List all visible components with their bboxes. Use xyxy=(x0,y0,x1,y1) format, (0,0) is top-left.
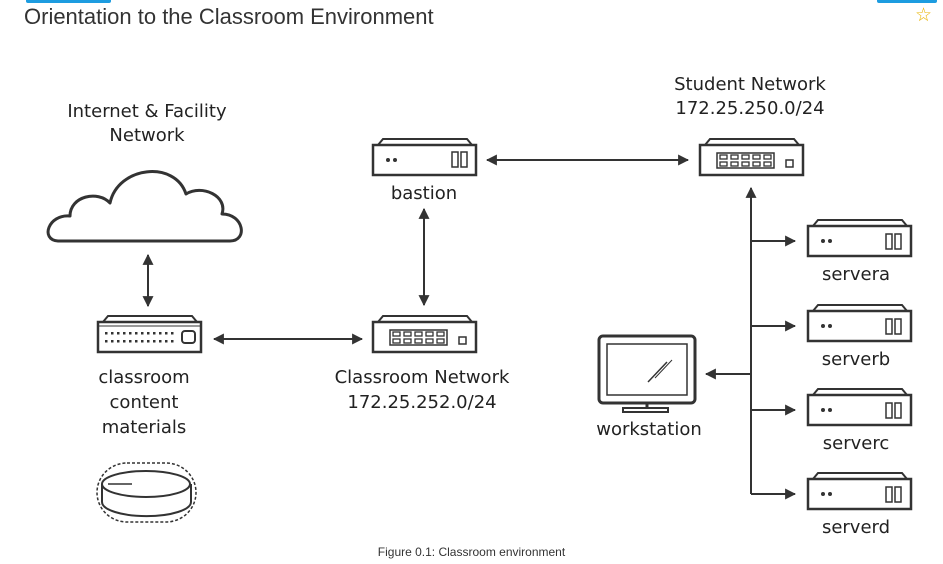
page-title: Orientation to the Classroom Environment xyxy=(24,4,434,29)
serverd-icon xyxy=(806,472,913,511)
workstation-label: workstation xyxy=(596,419,702,440)
internet-label-line2: Network xyxy=(109,125,185,146)
bastion-label: bastion xyxy=(391,183,457,204)
student-network-label-line2: 172.25.250.0/24 xyxy=(675,98,824,119)
classroom-network-label-line2: 172.25.252.0/24 xyxy=(347,392,496,413)
serverb-icon xyxy=(806,304,913,343)
serverb-label: serverb xyxy=(822,349,890,370)
bastion-server-icon xyxy=(371,138,478,177)
content-label-line3: materials xyxy=(102,417,187,438)
classroom-network-label-line1: Classroom Network xyxy=(335,367,510,388)
classroom-switch-icon xyxy=(371,315,478,354)
workstation-monitor-icon xyxy=(597,334,697,413)
content-label-line2: content xyxy=(110,392,179,413)
serverd-label: serverd xyxy=(822,517,890,538)
figure-caption: Figure 0.1: Classroom environment xyxy=(377,545,566,559)
servera-icon xyxy=(806,219,913,258)
content-label-line1: classroom xyxy=(98,367,189,388)
serverc-icon xyxy=(806,388,913,427)
internet-label-line1: Internet & Facility xyxy=(67,101,227,122)
star-icon[interactable]: ☆ xyxy=(915,4,933,26)
content-server-icon xyxy=(96,315,203,354)
top-accent-bar-right xyxy=(877,0,937,3)
disk-icon xyxy=(96,462,197,523)
student-network-label-line1: Student Network xyxy=(674,74,826,95)
student-switch-icon xyxy=(698,138,805,177)
serverc-label: serverc xyxy=(823,433,889,454)
cloud-icon xyxy=(46,170,243,243)
servera-label: servera xyxy=(822,264,890,285)
top-accent-bar-left xyxy=(26,0,111,3)
